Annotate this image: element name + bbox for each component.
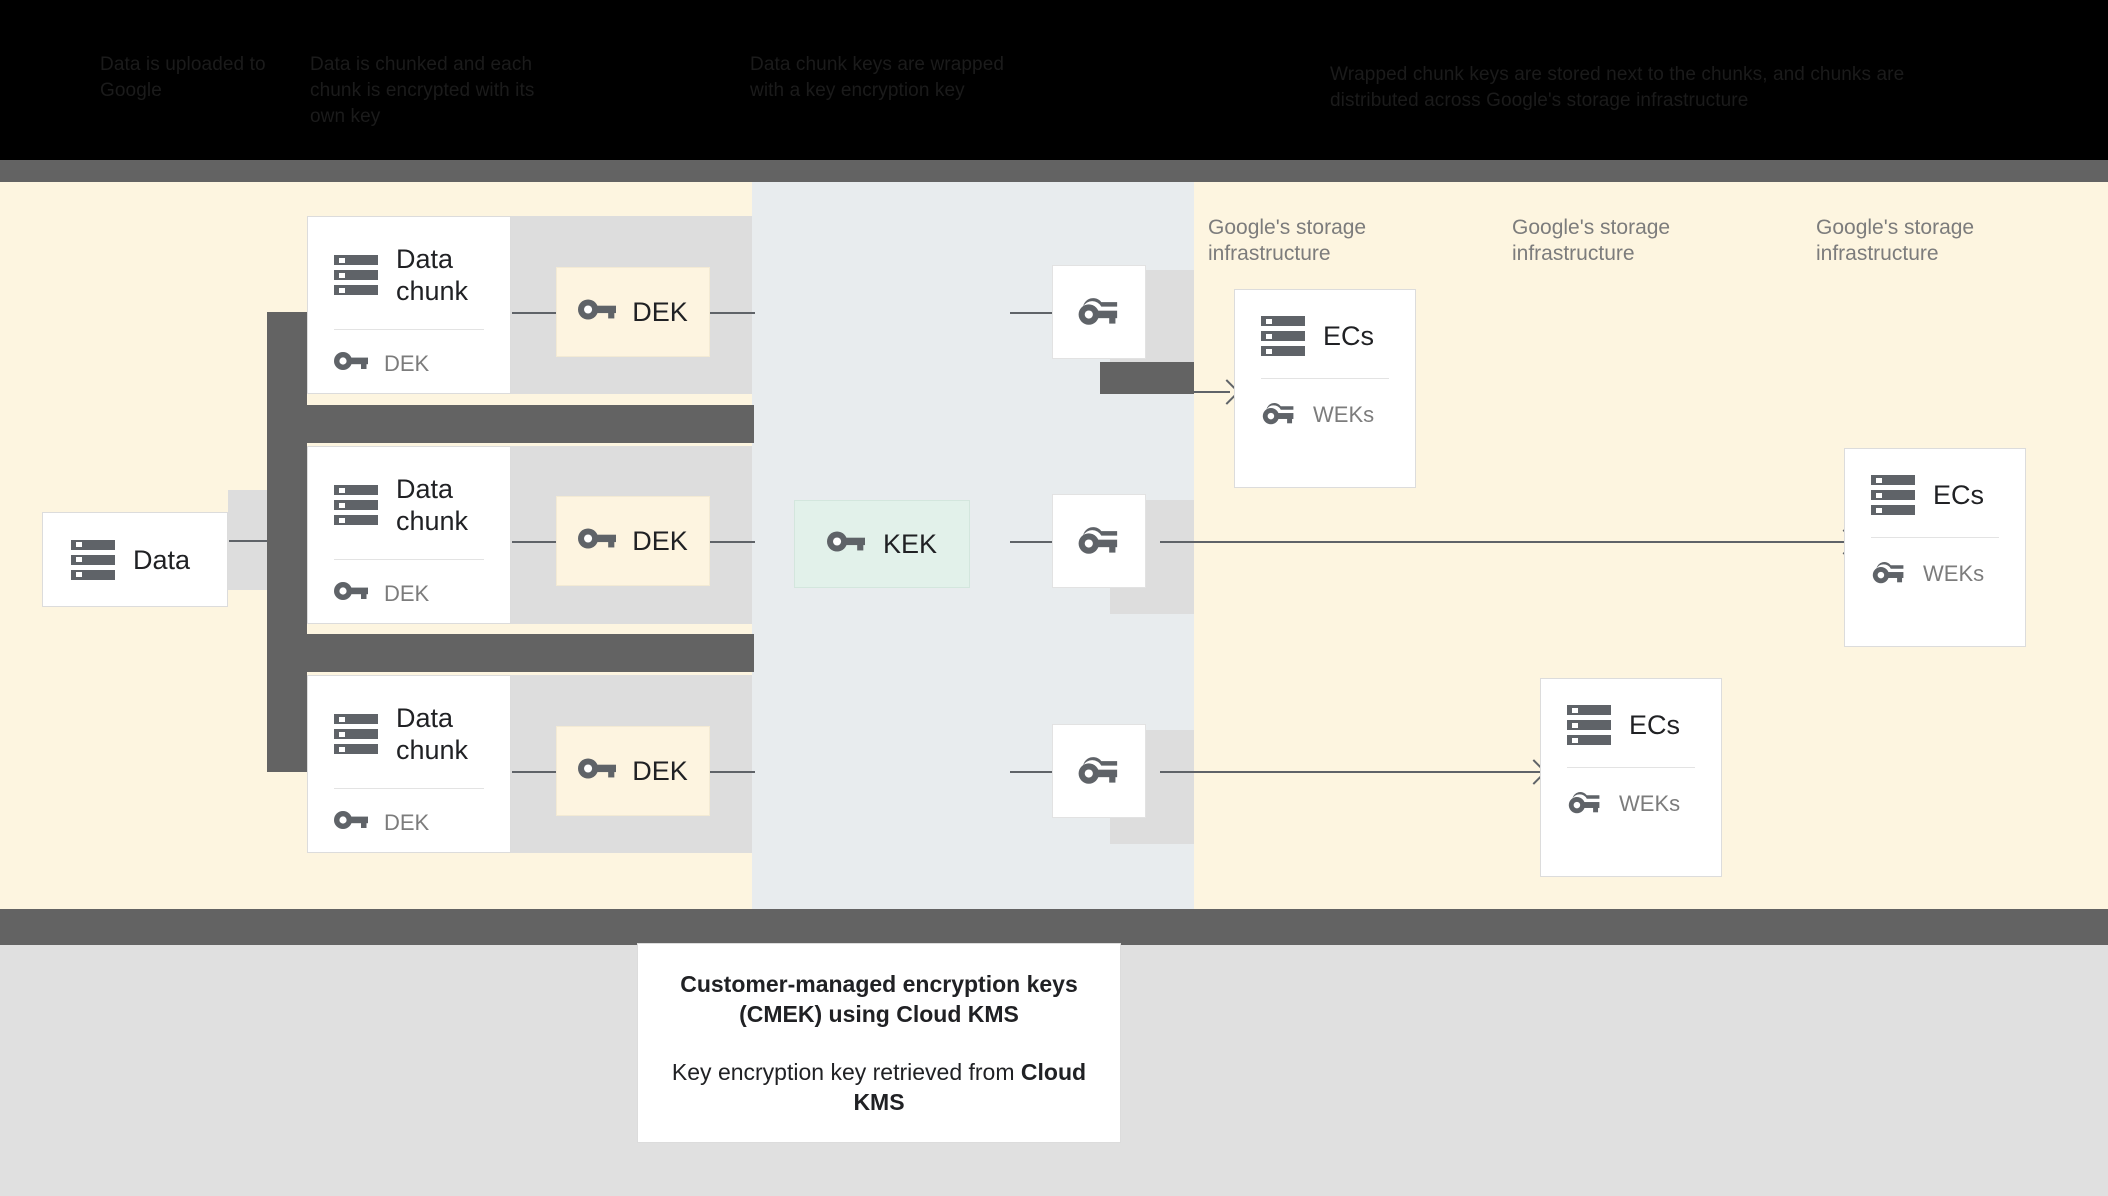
wrapped-key-icon [1567, 788, 1603, 820]
data-card-title: Data [133, 544, 191, 575]
ecs-title: ECs [1323, 321, 1375, 351]
connector-line-key2-to-ecs2 [1160, 541, 1850, 543]
header-divider-bar [0, 160, 2108, 182]
chunk-title: Data chunk [396, 244, 469, 306]
chunk-title: Data chunk [396, 474, 469, 536]
key-icon [578, 297, 617, 327]
card-divider [1567, 767, 1695, 768]
caption-subtitle: Key encryption key retrieved from Cloud … [666, 1057, 1092, 1117]
connector-line-chunk2-dek [512, 541, 556, 543]
highlight-bar-footer [0, 909, 2108, 945]
ecs-card-1: ECs WEKs [1234, 289, 1416, 488]
ecs-card-2: ECs WEKs [1844, 448, 2026, 647]
dek-box-1: DEK [556, 267, 710, 357]
caption-title: Customer-managed encryption keys (CMEK) … [680, 971, 1078, 1027]
dek-box-label: DEK [632, 296, 688, 327]
database-icon [334, 255, 378, 295]
connector-line-key3-to-ecs3 [1160, 771, 1540, 773]
wrapped-key-tile-2 [1052, 494, 1146, 588]
highlight-bar-row-1 [267, 405, 754, 443]
storage-infrastructure-label-1: Google's storage infrastructure [1208, 216, 1367, 265]
wrapped-key-icon [1076, 522, 1122, 561]
caption-subtitle-prefix: Key encryption key retrieved from [671, 1059, 1021, 1085]
header-step-label-1: Data is uploaded to Google [100, 54, 266, 101]
highlight-bar-row-2 [267, 634, 754, 672]
key-icon [334, 580, 368, 607]
header-step-label-2: Data is chunked and each chunk is encryp… [310, 54, 535, 127]
header-step-label-4: Wrapped chunk keys are stored next to th… [1330, 64, 1905, 111]
database-icon [334, 714, 378, 754]
wrapped-key-icon [1076, 293, 1122, 332]
connector-line-into-key-1 [1010, 312, 1052, 314]
connector-line-chunk3-dek [512, 771, 556, 773]
storage-infrastructure-label-2: Google's storage infrastructure [1512, 216, 1671, 265]
caption-card: Customer-managed encryption keys (CMEK) … [637, 943, 1121, 1143]
database-icon [1567, 705, 1611, 745]
key-icon [334, 809, 368, 836]
database-icon [1261, 316, 1305, 356]
dek-box-3: DEK [556, 726, 710, 816]
ecs-title: ECs [1933, 480, 1985, 510]
wrapped-key-tile-3 [1052, 724, 1146, 818]
database-icon [1871, 475, 1915, 515]
wrapped-key-icon [1261, 399, 1297, 431]
database-icon [334, 485, 378, 525]
kek-box: KEK [794, 500, 970, 588]
key-icon [334, 350, 368, 377]
wrapped-key-tile-1 [1052, 265, 1146, 359]
data-chunk-card-3: Data chunk DEK [307, 675, 511, 853]
ecs-title: ECs [1629, 710, 1681, 740]
chunk-key-label: DEK [384, 809, 430, 835]
card-divider [334, 788, 484, 789]
data-chunk-card-1: Data chunk DEK [307, 216, 511, 394]
connector-line-dek1-right [710, 312, 755, 314]
chunk-title: Data chunk [396, 703, 469, 765]
ecs-key-label: WEKs [1619, 791, 1681, 816]
highlight-bar-key-1 [1100, 362, 1194, 394]
ecs-card-3: ECs WEKs [1540, 678, 1722, 877]
card-divider [1871, 537, 1999, 538]
storage-infrastructure-label-3: Google's storage infrastructure [1816, 216, 1975, 265]
connector-line-dek2-right [710, 541, 755, 543]
wrapped-key-icon [1871, 558, 1907, 590]
connector-line-kek-to-key-2 [1010, 541, 1052, 543]
kek-box-label: KEK [882, 528, 938, 559]
header-band: Data is uploaded to Google Data is chunk… [0, 0, 2108, 160]
connector-line-into-key-3 [1010, 771, 1052, 773]
card-divider [334, 329, 484, 330]
connector-line-chunk1-dek [512, 312, 556, 314]
caption-subtitle-strong: Cloud KMS [853, 1059, 1087, 1115]
data-card: Data [42, 512, 228, 607]
database-icon [71, 539, 115, 580]
key-icon [826, 529, 865, 559]
dek-box-2: DEK [556, 496, 710, 586]
header-step-label-3: Data chunk keys are wrapped with a key e… [750, 54, 1005, 101]
chunk-key-label: DEK [384, 580, 430, 606]
ecs-key-label: WEKs [1923, 561, 1985, 586]
dek-box-label: DEK [632, 525, 688, 556]
connector-line-dek3-right [710, 771, 755, 773]
ecs-key-label: WEKs [1313, 402, 1375, 427]
dek-box-label: DEK [632, 755, 688, 786]
highlight-bar-spine [267, 312, 307, 772]
chunk-key-label: DEK [384, 350, 430, 376]
card-divider [1261, 378, 1389, 379]
data-chunk-card-2: Data chunk DEK [307, 446, 511, 624]
key-icon [578, 756, 617, 786]
wrapped-key-icon [1076, 752, 1122, 791]
card-divider [334, 559, 484, 560]
key-icon [578, 526, 617, 556]
